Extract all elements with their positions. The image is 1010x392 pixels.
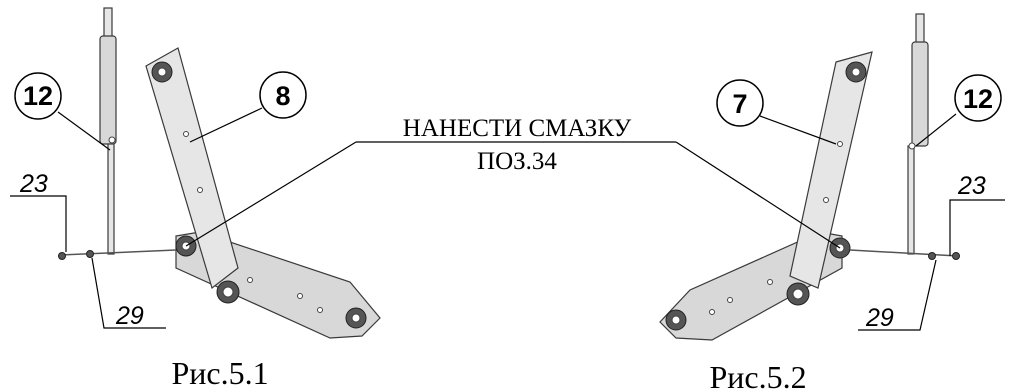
left-label-8: 8 [275,81,290,111]
right-label-7: 7 [732,89,747,119]
right-label-29-group: 29 [858,259,937,332]
left-gas-strut [99,7,117,255]
left-balloon-12: 12 [14,72,111,151]
right-gas-strut [907,13,929,255]
left-caption: Рис.5.1 [171,355,268,391]
left-label-29-group: 29 [91,257,166,330]
right-pin-23 [952,252,960,260]
right-balloon-7: 7 [716,79,837,145]
note-line-2: ПОЗ.34 [477,148,557,175]
right-label-12: 12 [963,84,993,114]
note-line-1: НАНЕСТИ СМАЗКУ [403,115,632,142]
left-label-23-group: 23 [10,170,67,252]
left-label-12: 12 [23,81,53,111]
left-pin-23 [58,252,66,260]
lubrication-note: НАНЕСТИ СМАЗКУ ПОЗ.34 [185,115,841,249]
right-label-23: 23 [957,172,986,200]
left-pin-29 [86,250,94,258]
left-label-23: 23 [19,170,48,198]
right-caption: Рис.5.2 [709,359,806,392]
left-balloon-8: 8 [189,71,307,143]
right-label-29: 29 [865,304,894,332]
left-figure: 12 8 23 29 Рис.5.1 [10,7,381,391]
right-figure: 12 7 23 29 Рис.5.2 [659,13,1005,392]
right-balloon-12: 12 [915,74,1002,147]
right-pin-29 [928,252,936,260]
right-label-23-group: 23 [949,172,1005,256]
left-label-29: 29 [115,302,144,330]
